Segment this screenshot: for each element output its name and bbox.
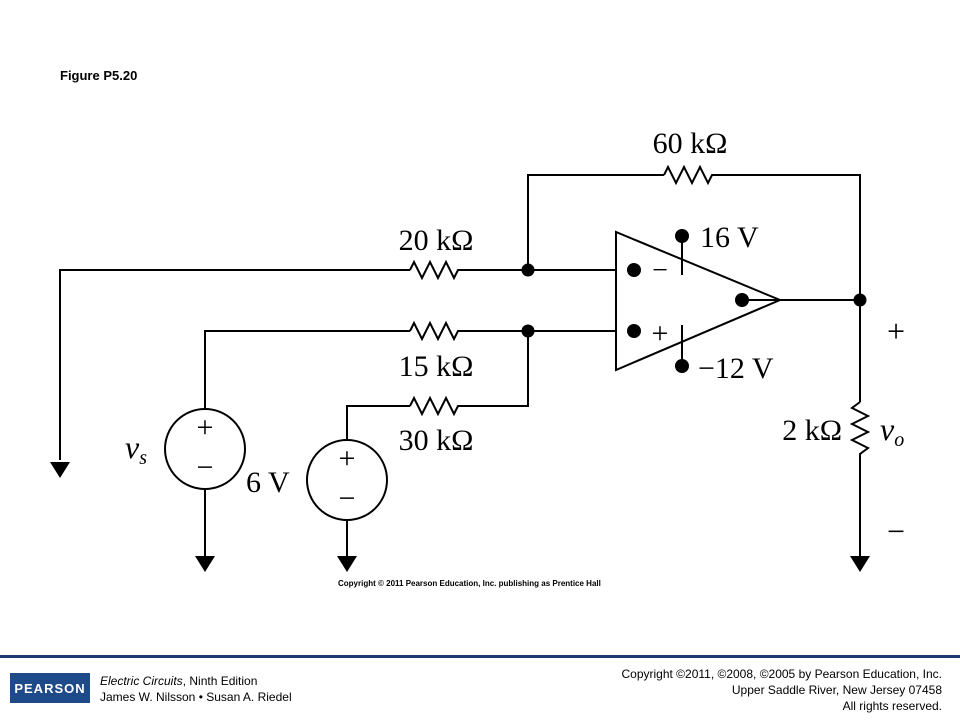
- vs-minus-sign: −: [197, 451, 214, 484]
- book-authors: James W. Nilsson • Susan A. Riedel: [100, 690, 292, 704]
- opamp-minus-sign: −: [652, 255, 668, 286]
- noninv-top-resistor: [409, 320, 462, 342]
- noninverting-input-wire: [204, 330, 616, 410]
- noninv-top-resistor-label: 15 kΩ: [399, 350, 474, 383]
- inverting-resistor: [409, 259, 462, 281]
- inverting-input-wire: [59, 269, 616, 460]
- load-resistor-label: 2 kΩ: [782, 414, 842, 447]
- output-minus-sign: −: [887, 513, 905, 549]
- six-volt-minus-sign: −: [339, 482, 356, 515]
- noninv-bottom-resistor: [409, 395, 462, 417]
- footer-divider: [0, 655, 960, 658]
- copyright-line-2: Upper Saddle River, New Jersey 07458: [731, 683, 942, 697]
- noninv-bottom-resistor-label: 30 kΩ: [399, 424, 474, 457]
- feedback-resistor-label: 60 kΩ: [653, 127, 728, 160]
- vs-plus-sign: +: [197, 411, 214, 444]
- image-copyright: Copyright © 2011 Pearson Education, Inc.…: [338, 579, 601, 588]
- feedback-resistor: [663, 164, 716, 186]
- ground-left: [50, 462, 70, 478]
- book-info: Electric Circuits, Ninth Edition James W…: [100, 673, 292, 705]
- circuit-nodes: [521, 229, 867, 373]
- supply-positive-label: 16 V: [700, 221, 759, 254]
- inverting-resistor-label: 20 kΩ: [399, 224, 474, 257]
- supply-negative-label: −12 V: [698, 352, 774, 385]
- figure-title: Figure P5.20: [60, 68, 138, 83]
- book-title-line: Electric Circuits, Ninth Edition: [100, 673, 292, 689]
- feedback-wire: [527, 174, 861, 300]
- ground-6v: [337, 556, 357, 572]
- vs-label: vs: [125, 429, 147, 469]
- publisher-logo: PEARSON: [10, 673, 90, 703]
- copyright-line-3: All rights reserved.: [842, 699, 942, 713]
- six-volt-plus-sign: +: [339, 442, 356, 475]
- output-voltage-label: vo: [880, 411, 904, 451]
- output-plus-sign: +: [887, 313, 905, 349]
- load-resistor: [849, 401, 871, 458]
- ground-vs: [195, 556, 215, 572]
- copyright-line-1: Copyright ©2011, ©2008, ©2005 by Pearson…: [621, 667, 942, 681]
- noninv-bottom-wire: [346, 331, 529, 440]
- book-edition: , Ninth Edition: [182, 674, 258, 688]
- ground-load: [850, 556, 870, 572]
- circuit-diagram: 60 kΩ 20 kΩ 15 kΩ 30 kΩ 2 kΩ 16 V −12 V …: [50, 127, 905, 588]
- footer-copyright: Copyright ©2011, ©2008, ©2005 by Pearson…: [621, 666, 942, 714]
- book-title: Electric Circuits: [100, 674, 183, 688]
- op-amp: [615, 230, 783, 372]
- six-volt-label: 6 V: [246, 466, 290, 499]
- opamp-plus-sign: +: [652, 317, 669, 350]
